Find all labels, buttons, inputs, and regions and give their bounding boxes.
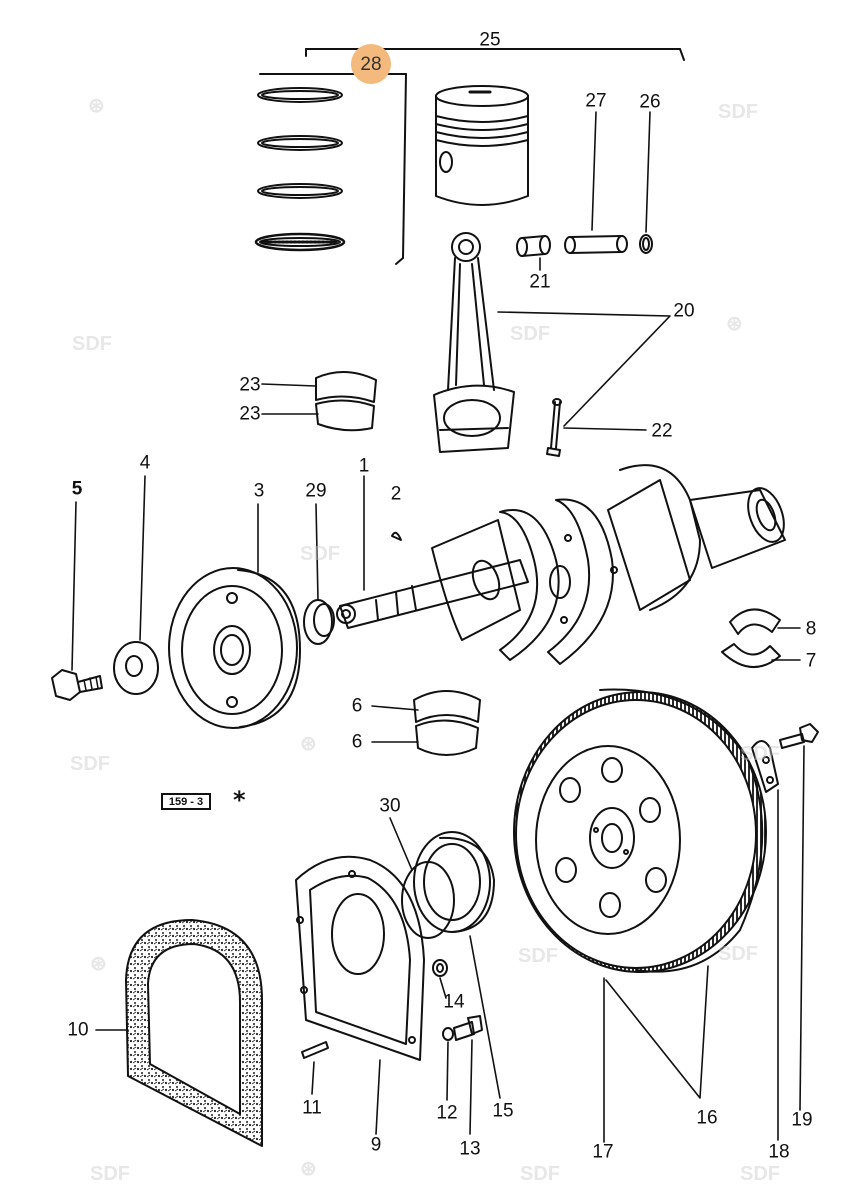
cover-screw	[442, 1015, 483, 1041]
callout-5: 5	[71, 478, 83, 500]
seal-ring	[401, 861, 455, 939]
callout-27: 27	[585, 90, 607, 112]
svg-text:SDF: SDF	[300, 543, 340, 565]
svg-text:⊛: ⊛	[88, 95, 105, 117]
rod-bolt	[546, 398, 562, 457]
dowel-pin	[301, 1041, 329, 1059]
piston-rings	[254, 87, 346, 252]
svg-text:SDF: SDF	[518, 945, 558, 967]
svg-text:⊛: ⊛	[300, 733, 317, 755]
main-bearing-shells	[413, 690, 481, 756]
svg-text:SDF: SDF	[718, 101, 758, 123]
rod-bearing-shells	[315, 370, 377, 432]
callout-6-lower: 6	[351, 731, 363, 753]
callout-7: 7	[805, 650, 817, 672]
callout-6-upper: 6	[351, 695, 363, 717]
rear-cover-plate	[295, 855, 425, 1061]
woodruff-key	[391, 531, 402, 541]
callout-19: 19	[791, 1109, 813, 1131]
callout-17: 17	[592, 1141, 614, 1163]
reference-code-box: 159 - 3	[161, 793, 211, 810]
callout-1: 1	[358, 455, 370, 477]
svg-text:SDF: SDF	[70, 753, 110, 775]
callout-11: 11	[302, 1097, 322, 1119]
callout-28-highlighted: 28	[351, 44, 391, 84]
svg-text:SDF: SDF	[520, 1163, 560, 1185]
svg-text:⊛: ⊛	[726, 313, 743, 335]
leader-lines	[71, 111, 805, 1143]
pulley-washer	[113, 641, 159, 695]
callout-23-upper: 23	[239, 374, 261, 396]
callout-16: 16	[696, 1107, 718, 1129]
flywheel	[513, 688, 767, 973]
wrist-pin-parts	[516, 234, 653, 257]
svg-text:SDF: SDF	[72, 333, 112, 355]
callout-30: 30	[379, 795, 401, 817]
note-asterisk: *	[233, 786, 246, 814]
callout-4: 4	[139, 452, 151, 474]
callout-12: 12	[436, 1102, 458, 1124]
svg-text:SDF: SDF	[740, 743, 780, 765]
svg-text:SDF: SDF	[718, 943, 758, 965]
svg-text:⊛: ⊛	[90, 953, 107, 975]
callout-10: 10	[67, 1019, 89, 1041]
piston	[435, 85, 529, 206]
watermarks: ⊛ SDF SDF SDF SDF ⊛ ⊛ SDF SDF SDF ⊛ SDF …	[70, 95, 780, 1185]
callout-25: 25	[479, 29, 501, 51]
callout-3: 3	[253, 480, 265, 502]
callout-8: 8	[805, 618, 817, 640]
callout-13: 13	[459, 1138, 481, 1160]
oil-pan-gasket	[125, 919, 263, 1147]
crankshaft	[336, 464, 786, 665]
svg-text:⊛: ⊛	[300, 1158, 317, 1180]
callout-23-lower: 23	[239, 403, 261, 425]
callout-22: 22	[651, 420, 673, 442]
flywheel-bolt	[779, 723, 819, 749]
pulley-bolt	[51, 669, 103, 701]
flywheel-lock-plate	[751, 740, 779, 793]
svg-text:SDF: SDF	[740, 1163, 780, 1185]
connecting-rod	[433, 232, 515, 453]
svg-text:SDF: SDF	[510, 323, 550, 345]
front-oil-seal	[303, 599, 335, 645]
crank-pulley	[168, 567, 301, 729]
svg-text:SDF: SDF	[90, 1163, 130, 1185]
callout-15: 15	[492, 1100, 514, 1122]
thrust-washers	[721, 608, 781, 669]
callout-29: 29	[305, 480, 327, 502]
rear-oil-seal	[413, 831, 495, 933]
callout-26: 26	[639, 91, 661, 113]
callout-20: 20	[673, 300, 695, 322]
callout-21: 21	[529, 271, 551, 293]
callout-9: 9	[370, 1134, 382, 1156]
callout-2: 2	[390, 483, 402, 505]
callout-14: 14	[443, 991, 465, 1013]
callout-18: 18	[768, 1141, 790, 1163]
cover-washer	[432, 959, 448, 977]
